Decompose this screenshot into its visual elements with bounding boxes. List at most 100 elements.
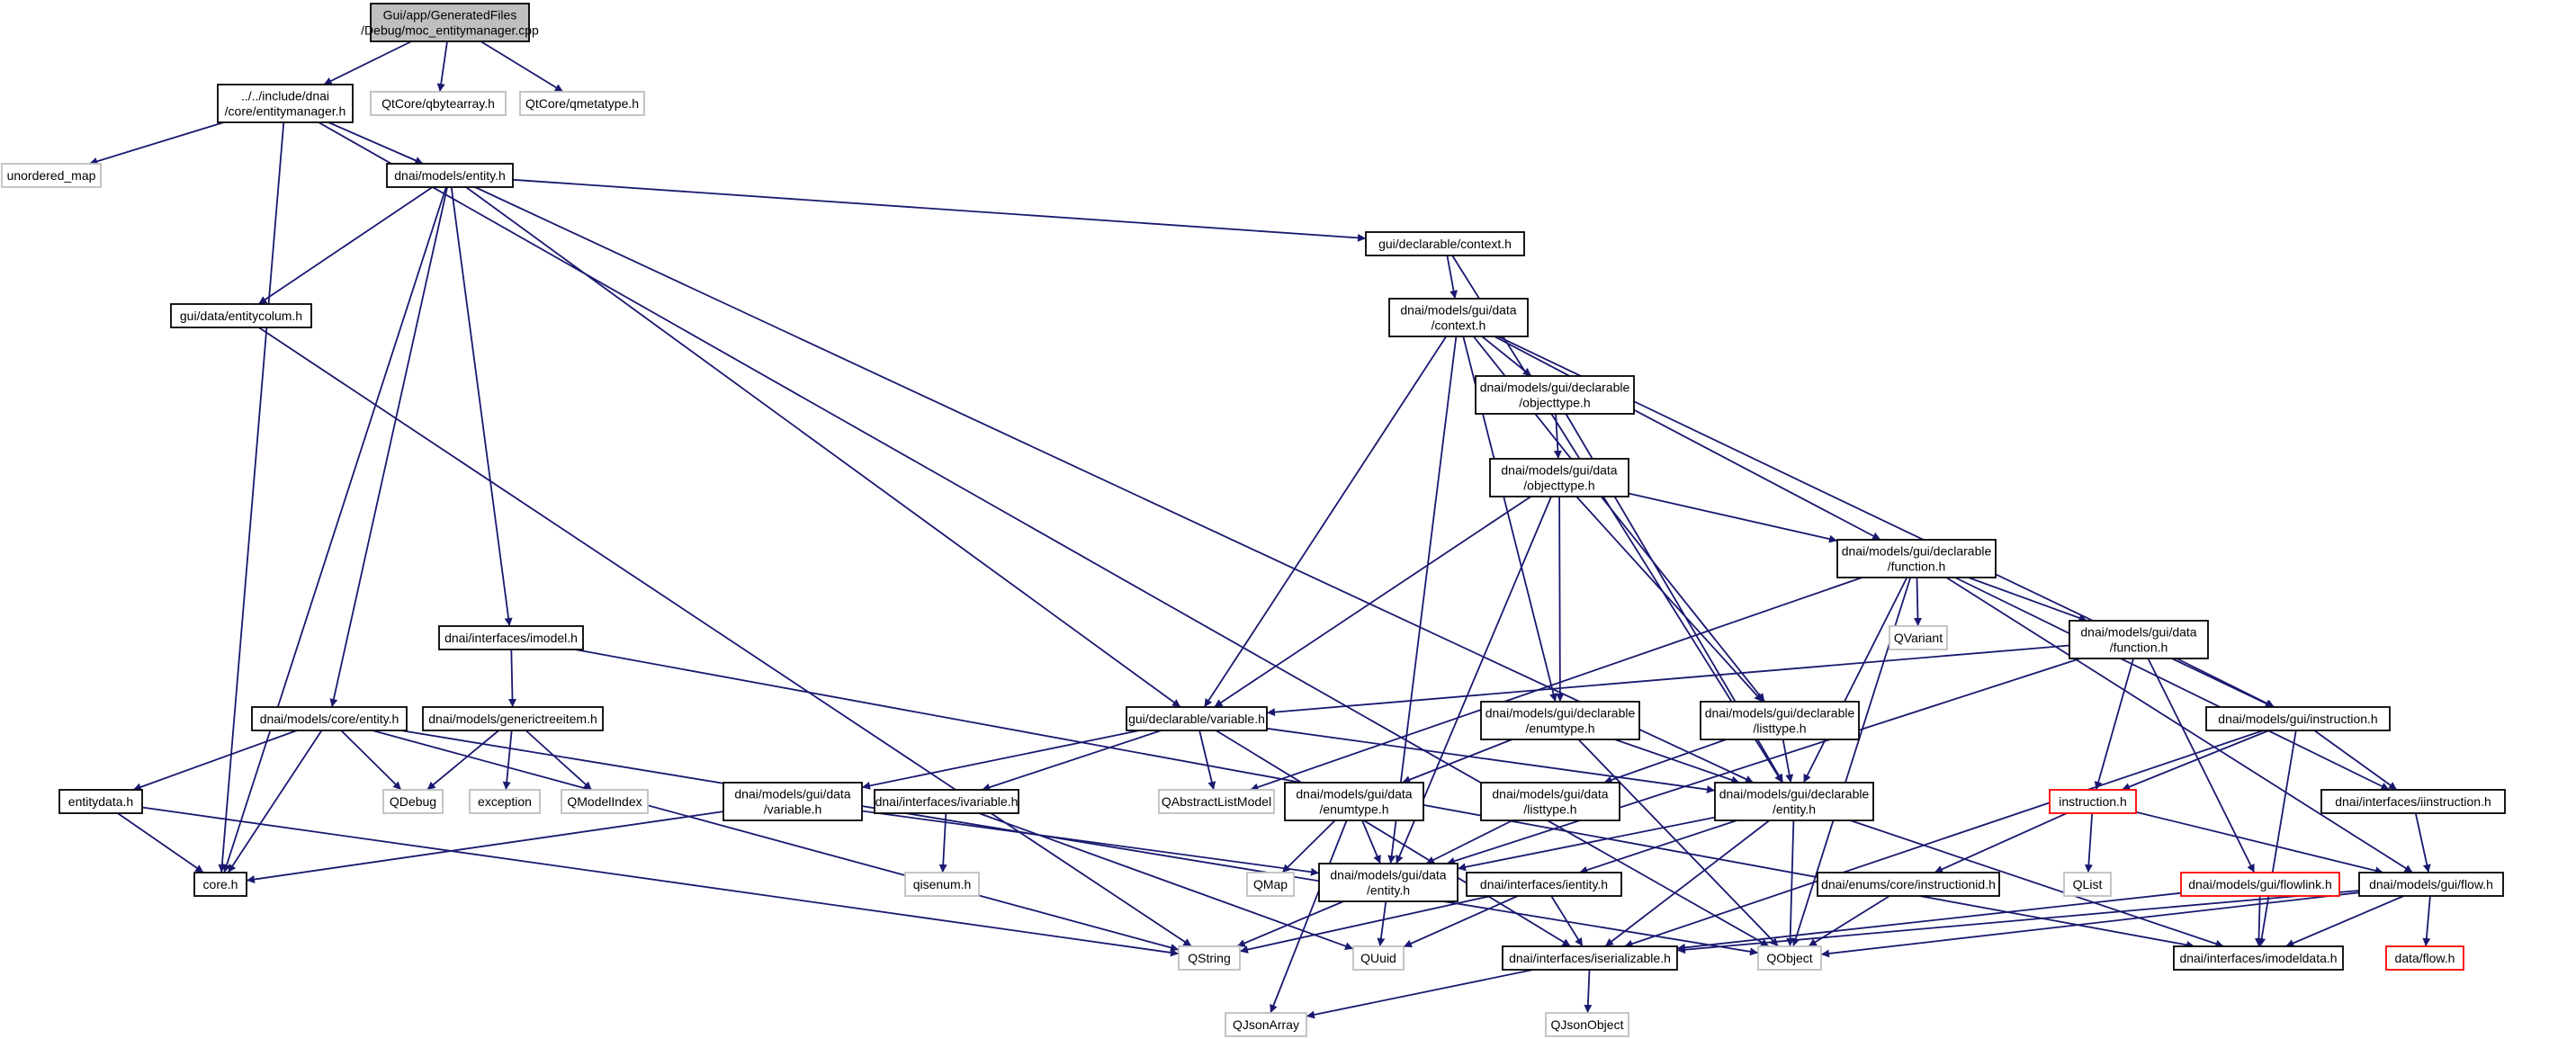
edge-gui_instruction-to-iinstruction xyxy=(2313,730,2398,791)
node-box xyxy=(1365,231,1525,256)
node-ientity[interactable]: dnai/interfaces/ientity.h xyxy=(1466,872,1622,897)
edge-em-to-core_h xyxy=(218,121,285,873)
node-box xyxy=(874,789,1019,814)
node-label: dnai/enums/core/instructionid.h xyxy=(1821,877,1996,891)
node-box xyxy=(1475,375,1635,415)
edge-core_entity-to-qdebug xyxy=(340,730,402,791)
edge-data_entity-to-qstring xyxy=(1236,900,1344,947)
node-moc[interactable]: Gui/app/GeneratedFiles/Debug/moc_entitym… xyxy=(361,3,539,42)
node-models_entity[interactable]: dnai/models/entity.h xyxy=(386,163,514,188)
node-box xyxy=(2173,945,2344,971)
node-gui_instruction[interactable]: dnai/models/gui/instruction.h xyxy=(2205,706,2391,731)
node-qvariant: QVariant xyxy=(1889,625,1948,650)
node-data_function[interactable]: dnai/models/gui/data/function.h xyxy=(2069,620,2209,659)
node-label: dnai/models/generictreeitem.h xyxy=(428,712,597,726)
node-label: dnai/models/gui/declarable xyxy=(1705,706,1855,721)
node-box xyxy=(1700,701,1860,740)
edge-data_context-to-decl_variable xyxy=(1203,336,1448,708)
node-generictreeitem[interactable]: dnai/models/generictreeitem.h xyxy=(422,706,604,731)
edge-generictreeitem-to-qdebug xyxy=(426,730,499,791)
node-data_enumtype[interactable]: dnai/models/gui/data/enumtype.h xyxy=(1284,782,1424,821)
edge-iserializable-to-qjsonarray xyxy=(1306,969,1533,1019)
node-qmetatype: QtCore/qmetatype.h xyxy=(519,91,645,116)
node-box xyxy=(1284,782,1424,821)
node-data_entity[interactable]: dnai/models/gui/data/entity.h xyxy=(1318,863,1459,902)
node-decl_listtype[interactable]: dnai/models/gui/declarable/listtype.h xyxy=(1700,701,1860,740)
edge-ientity-to-iserializable xyxy=(1550,895,1584,947)
node-instructionid[interactable]: dnai/enums/core/instructionid.h xyxy=(1817,872,2000,897)
edge-iinstruction-to-gui_flow xyxy=(2414,812,2431,873)
edge-ientity-to-qstring xyxy=(1239,895,1492,954)
node-label: dnai/models/gui/flow.h xyxy=(2369,877,2493,891)
node-label: /core/entitymanager.h xyxy=(225,104,346,119)
edge-core_entity-to-entitydata xyxy=(132,730,298,792)
node-box xyxy=(1757,945,1822,971)
node-decl_variable[interactable]: gui/declarable/variable.h xyxy=(1126,706,1268,731)
node-imodel[interactable]: dnai/interfaces/imodel.h xyxy=(438,625,584,650)
edge-decl_entity-to-qobject xyxy=(1786,820,1795,947)
edge-decl_enumtype-to-qobject xyxy=(1577,739,1780,947)
node-imodeldata[interactable]: dnai/interfaces/imodeldata.h xyxy=(2173,945,2344,971)
edge-entitydata-to-core_h xyxy=(117,812,204,873)
node-instruction_h[interactable]: instruction.h xyxy=(2049,789,2137,814)
node-label: dnai/interfaces/iinstruction.h xyxy=(2335,794,2491,809)
edge-core_entity-to-qstring xyxy=(372,730,1180,952)
node-box xyxy=(370,3,530,42)
node-box xyxy=(1817,872,2000,897)
node-iserializable[interactable]: dnai/interfaces/iserializable.h xyxy=(1502,945,1678,971)
node-label: QModelIndex xyxy=(567,794,642,809)
edge-data_function-to-data_entity xyxy=(1446,658,2081,865)
node-label: dnai/models/gui/declarable xyxy=(1842,544,1992,559)
edge-data_enumtype-to-qmap xyxy=(1281,820,1336,873)
node-box xyxy=(2180,872,2340,897)
node-box xyxy=(2063,872,2112,897)
edge-data_function-to-instruction_h xyxy=(2094,658,2134,791)
edge-data_context-to-decl_objecttype xyxy=(1481,336,1532,377)
node-decl_context[interactable]: gui/declarable/context.h xyxy=(1365,231,1525,256)
node-em[interactable]: ../../include/dnai/core/entitymanager.h xyxy=(217,84,354,123)
node-core_entity[interactable]: dnai/models/core/entity.h xyxy=(251,706,408,731)
node-label: entitydata.h xyxy=(68,794,133,809)
node-flowlink[interactable]: dnai/models/gui/flowlink.h xyxy=(2180,872,2340,897)
node-data_objecttype[interactable]: dnai/models/gui/data/objecttype.h xyxy=(1489,458,1629,497)
node-decl_objecttype[interactable]: dnai/models/gui/declarable/objecttype.h xyxy=(1475,375,1635,415)
node-box xyxy=(251,706,408,731)
node-data_context[interactable]: dnai/models/gui/data/context.h xyxy=(1388,298,1529,337)
node-data_listtype[interactable]: dnai/models/gui/data/listtype.h xyxy=(1480,782,1620,821)
edge-decl_entity-to-ientity xyxy=(1579,820,1737,874)
node-box xyxy=(1126,706,1268,731)
node-data_variable[interactable]: dnai/models/gui/data/variable.h xyxy=(723,782,863,821)
node-label: /objecttype.h xyxy=(1523,479,1594,493)
node-label: /objecttype.h xyxy=(1519,396,1590,410)
node-iinstruction[interactable]: dnai/interfaces/iinstruction.h xyxy=(2320,789,2506,814)
node-box xyxy=(1545,1012,1629,1037)
node-label: dnai/models/gui/declarable xyxy=(1719,787,1870,802)
node-box xyxy=(193,872,247,897)
node-gui_flow[interactable]: dnai/models/gui/flow.h xyxy=(2358,872,2504,897)
node-label: QJsonObject xyxy=(1551,1017,1624,1032)
node-decl_entity[interactable]: dnai/models/gui/declarable/entity.h xyxy=(1714,782,1874,821)
node-decl_enumtype[interactable]: dnai/models/gui/declarable/enumtype.h xyxy=(1480,701,1640,740)
node-core_h[interactable]: core.h xyxy=(193,872,247,897)
edge-em-to-unordered_map xyxy=(89,121,225,166)
edge-entitydata-to-qstring xyxy=(141,806,1180,957)
node-label: /function.h xyxy=(1888,560,1946,574)
node-data_flow[interactable]: data/flow.h xyxy=(2385,945,2464,971)
edge-decl_function-to-qvariant xyxy=(1914,577,1922,627)
node-label: dnai/interfaces/imodel.h xyxy=(444,631,578,645)
node-entitycolum[interactable]: gui/data/entitycolum.h xyxy=(170,303,312,328)
node-label: Gui/app/GeneratedFiles xyxy=(383,8,517,22)
node-entitydata[interactable]: entitydata.h xyxy=(58,789,143,814)
node-label: /Debug/moc_entitymanager.cpp xyxy=(361,23,539,38)
node-label: /entity.h xyxy=(1773,802,1816,817)
edge-decl_listtype-to-data_listtype xyxy=(1603,739,1727,784)
edge-decl_variable-to-data_variable xyxy=(861,730,1140,790)
edge-data_function-to-decl_variable xyxy=(1266,644,2070,717)
node-label: QObject xyxy=(1766,951,1812,965)
node-box xyxy=(1836,539,1997,578)
node-box xyxy=(1246,872,1295,897)
node-label: data/flow.h xyxy=(2395,951,2455,965)
node-ivariable[interactable]: dnai/interfaces/ivariable.h xyxy=(874,789,1019,814)
edge-moc-to-em xyxy=(323,40,412,85)
node-decl_function[interactable]: dnai/models/gui/declarable/function.h xyxy=(1836,539,1997,578)
